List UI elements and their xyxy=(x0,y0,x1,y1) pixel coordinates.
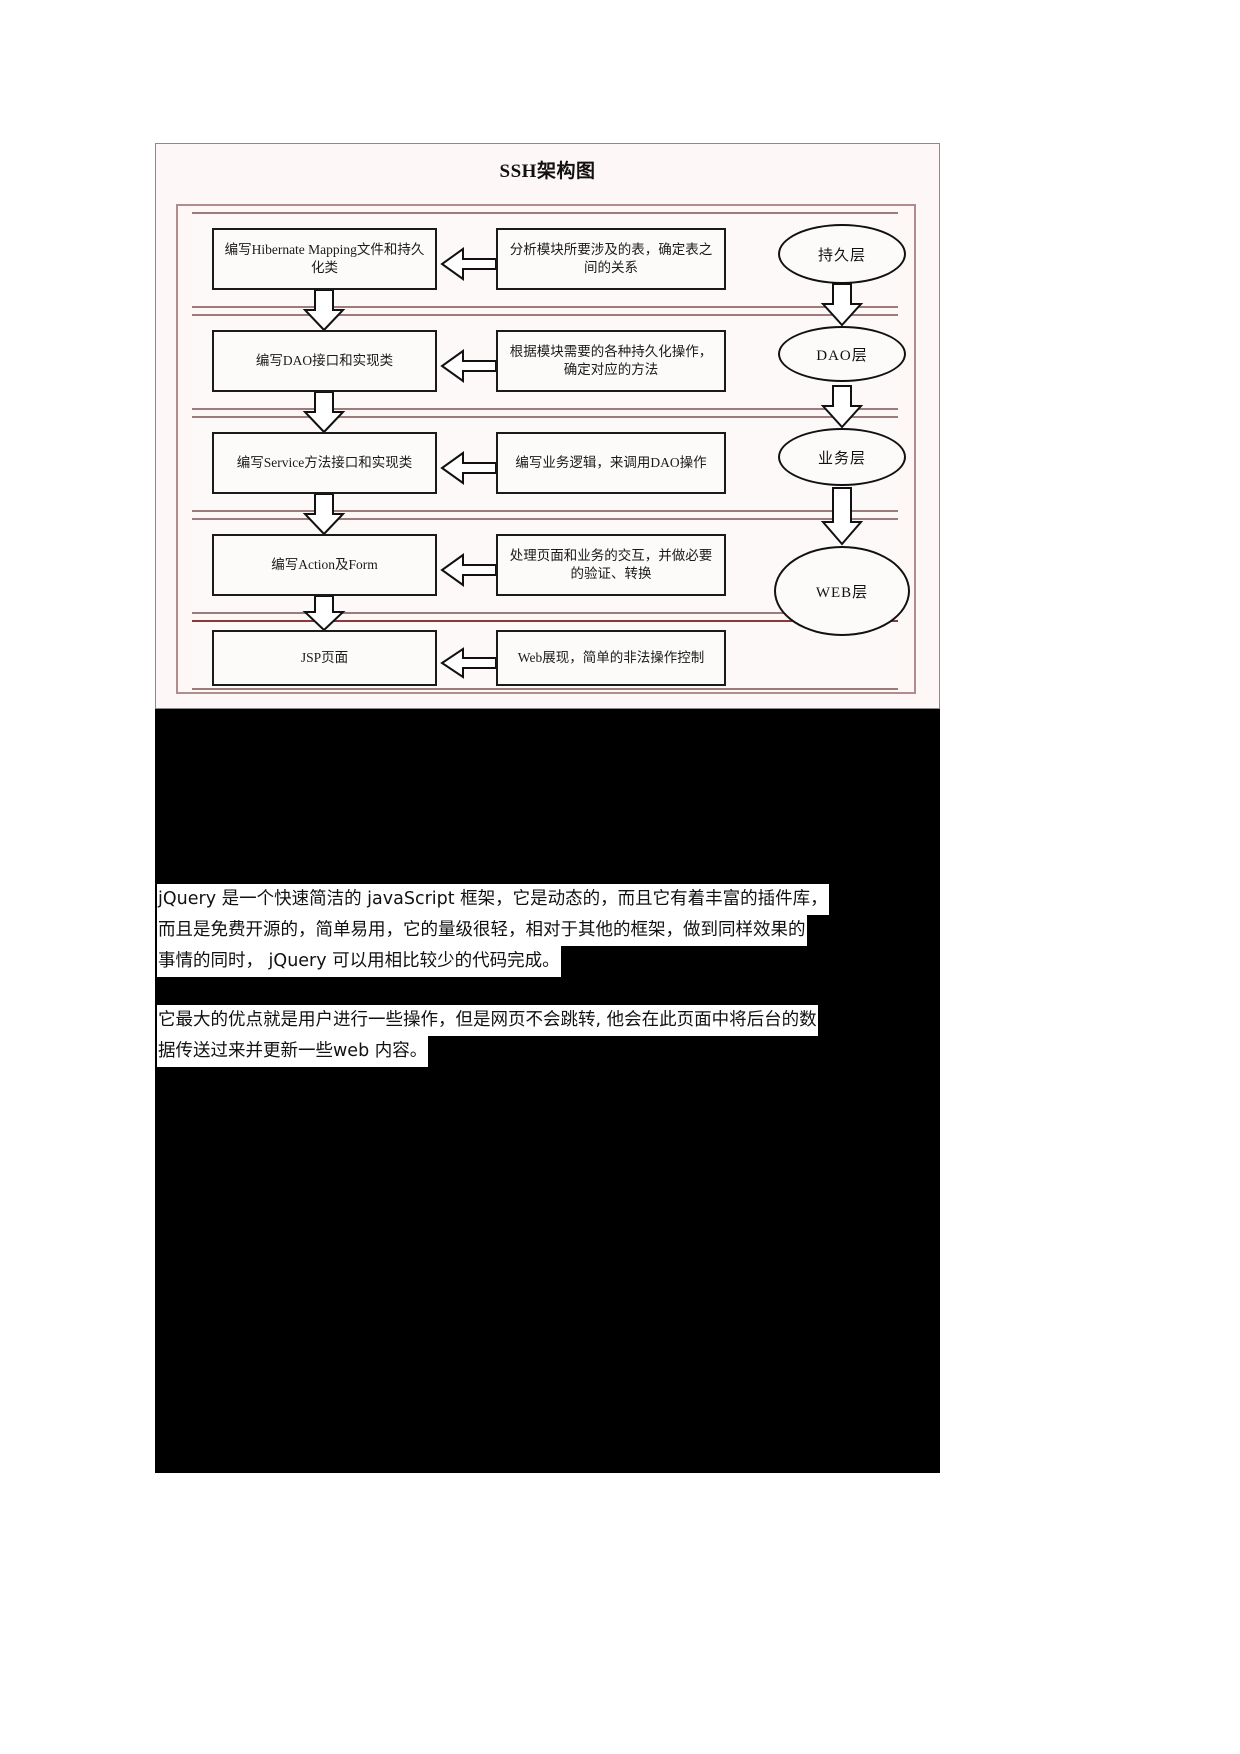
figure-title: SSH架构图 xyxy=(499,161,596,182)
paragraph-jquery-advantage: 它最大的优点就是用户进行一些操作，但是网页不会跳转, 他会在此页面中将后台的数 … xyxy=(157,1005,1015,1067)
process-box-left-5: JSP页面 xyxy=(212,630,437,686)
paragraph-line: 而且是免费开源的，简单易用，它的量级很轻，相对于其他的框架，做到同样效果的 xyxy=(157,915,1015,946)
process-box-left-1: 编写Hibernate Mapping文件和持久化类 xyxy=(212,228,437,290)
paragraph-line: 据传送过来并更新一些web 内容。 xyxy=(157,1036,1015,1067)
layer-label-service: 业务层 xyxy=(778,428,906,486)
process-box-right-3: 编写业务逻辑，来调用DAO操作 xyxy=(496,432,726,494)
layer-label-persistence: 持久层 xyxy=(778,224,906,284)
process-box-right-2: 根据模块需要的各种持久化操作，确定对应的方法 xyxy=(496,330,726,392)
layer-label-web: WEB层 xyxy=(774,546,910,636)
process-box-left-2: 编写DAO接口和实现类 xyxy=(212,330,437,392)
paragraph-line: 它最大的优点就是用户进行一些操作，但是网页不会跳转, 他会在此页面中将后台的数 xyxy=(157,1005,1015,1036)
layer-band-frame: 编写Hibernate Mapping文件和持久化类 分析模块所要涉及的表，确定… xyxy=(176,204,916,694)
process-box-left-4: 编写Action及Form xyxy=(212,534,437,596)
process-box-left-3: 编写Service方法接口和实现类 xyxy=(212,432,437,494)
paragraph-jquery-intro: jQuery 是一个快速简洁的 javaScript 框架，它是动态的，而且它有… xyxy=(157,884,1015,977)
layer-label-dao: DAO层 xyxy=(778,326,906,382)
paragraph-line: jQuery 是一个快速简洁的 javaScript 框架，它是动态的，而且它有… xyxy=(157,884,1015,915)
process-box-right-4: 处理页面和业务的交互，并做必要的验证、转换 xyxy=(496,534,726,596)
paragraph-line: 事情的同时， jQuery 可以用相比较少的代码完成。 xyxy=(157,946,1015,977)
process-box-right-5: Web展现，简单的非法操作控制 xyxy=(496,630,726,686)
ssh-architecture-figure: SSH架构图 xyxy=(155,143,940,709)
process-box-right-1: 分析模块所要涉及的表，确定表之间的关系 xyxy=(496,228,726,290)
